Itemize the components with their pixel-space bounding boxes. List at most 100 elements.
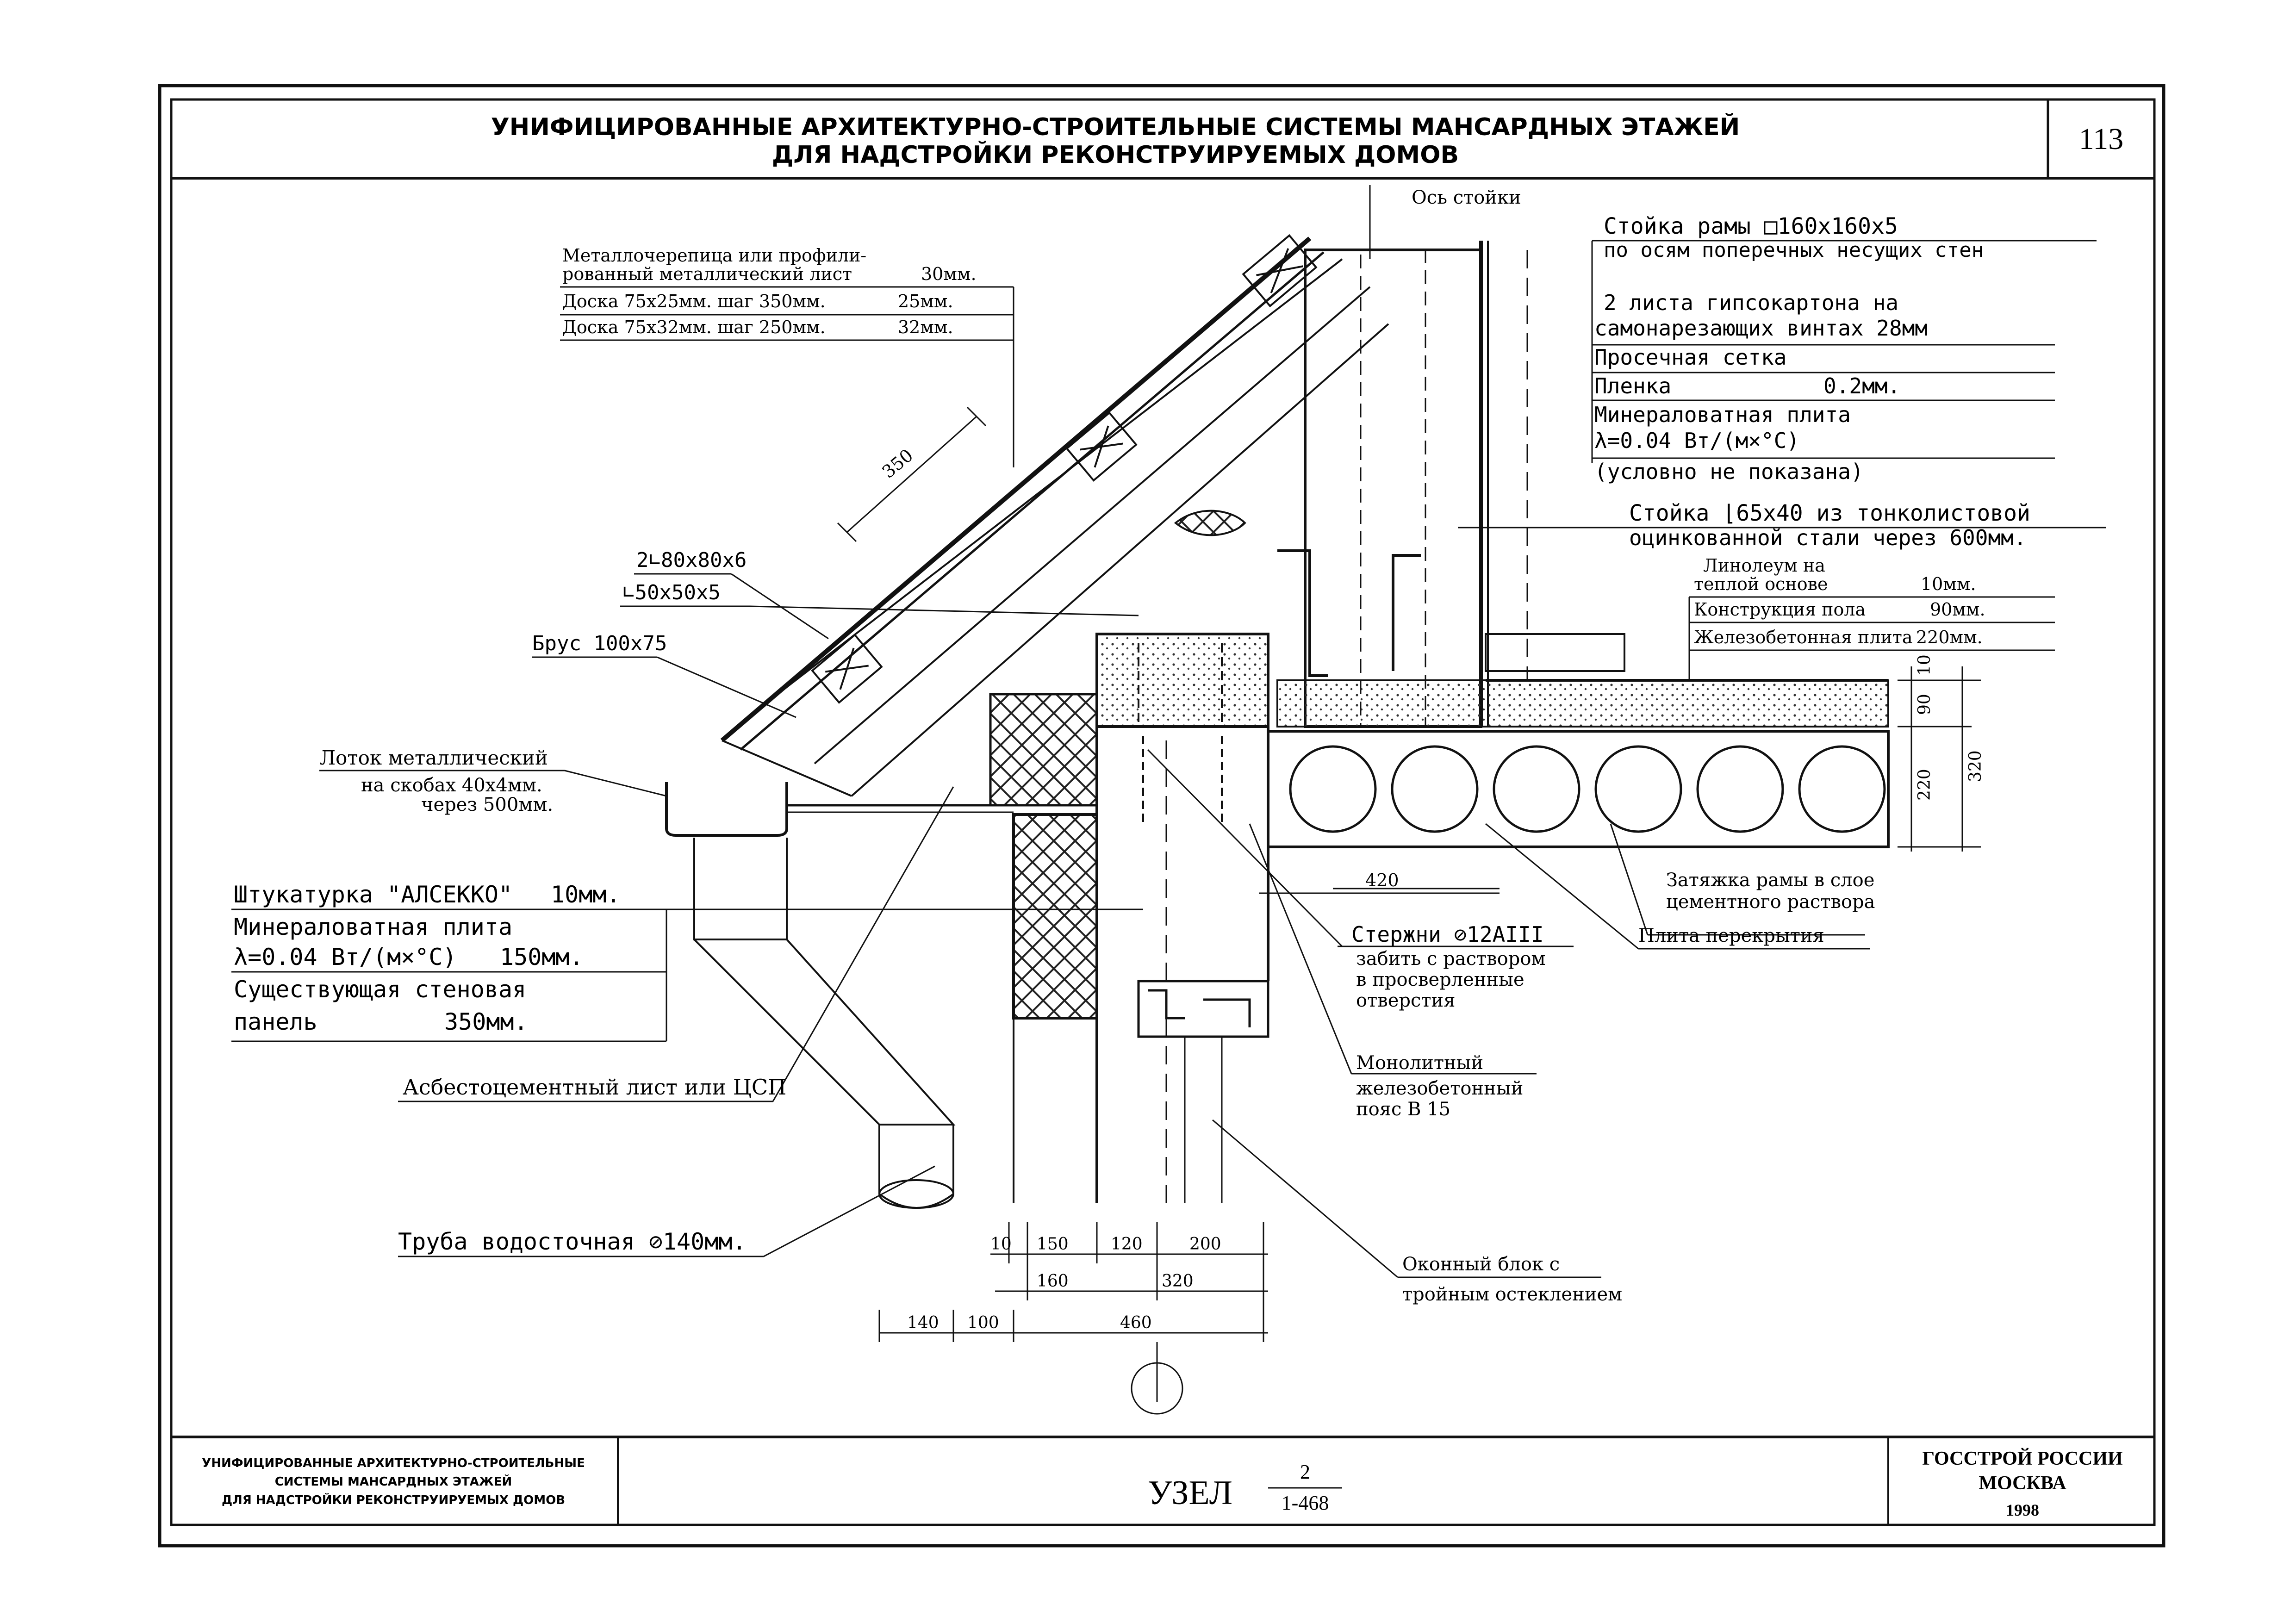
callout-film: Пленка [1594,373,1671,398]
wall-row2-a: Минераловатная плита [234,914,512,940]
roof-row3: Доска 75х32мм. шаг 250мм. [562,317,826,337]
callout-tie-b: цементного раствора [1666,891,1875,913]
floor-row2: Конструкция пола [1694,599,1866,620]
callout-drywall-b: самонарезающих винтах 28мм [1594,316,1928,341]
floor-row3: Железобетонная плита [1694,627,1913,647]
wall-row1: Штукатурка "АЛСЕККО" [234,881,512,908]
node-label: УЗЕЛ [1148,1474,1232,1512]
callout-mesh: Просечная сетка [1594,345,1786,370]
rafter-blocks [811,234,1318,704]
callout-rods-d: отверстия [1356,990,1455,1011]
callout-rods-b: забить с раствором [1356,948,1546,970]
footer-left-line3: ДЛЯ НАДСТРОЙКИ РЕКОНСТРУИРУЕМЫХ ДОМОВ [222,1492,565,1507]
callout-frame-post-b: по осям поперечных несущих стен [1604,238,1984,262]
footer: УНИФИЦИРОВАННЫЕ АРХИТЕКТУРНО-СТРОИТЕЛЬНЫ… [202,1448,2123,1519]
callout-axis: Ось стойки [1412,187,1521,208]
footer-left-line2: СИСТЕМЫ МАНСАРДНЫХ ЭТАЖЕЙ [275,1474,512,1489]
wall-section [989,633,1269,1203]
floor-row1-value: 10мм. [1921,574,1976,594]
wall-row3-a: Существующая стеновая [234,976,526,1003]
floor-row2-value: 90мм. [1930,599,1985,620]
roof-row1-b: рованный металлический лист [562,264,852,284]
footer-left-line1: УНИФИЦИРОВАННЫЕ АРХИТЕКТУРНО-СТРОИТЕЛЬНЫ… [202,1456,585,1470]
wall-row3-b: панель [234,1008,317,1035]
org-line2: МОСКВА [1979,1473,2066,1494]
roof-layers-table: Металлочерепица или профили- рованный ме… [560,245,1014,467]
callout-rods-a: Стержни ⊘12АIII [1351,922,1543,947]
callout-mineral-a: Минераловатная плита [1594,402,1851,427]
callout-gutter-b: на скобах 40х4мм. [361,775,542,796]
dim-420: 420 [1365,870,1399,890]
gutter-and-downpipe [665,782,1014,1209]
callout-angle-80: 2∟80х80х6 [636,548,747,572]
sheet-frame [158,84,2165,1548]
callout-mineral-b: λ=0.04 Вт/(м×°С) [1594,428,1799,453]
callout-gutter-a: Лоток металлический [319,746,548,769]
roof-slope [720,236,1389,797]
header-title-line1: УНИФИЦИРОВАННЫЕ АРХИТЕКТУРНО-СТРОИТЕЛЬНЫ… [491,113,1740,141]
dim-c460: 460 [1120,1313,1152,1332]
callout-monolith-b: железобетонный [1356,1078,1523,1099]
left-callout-texts: 2∟80х80х6 ∟50х50х5 Брус 100х75 Лоток мет… [319,548,786,1255]
callout-slab: Плита перекрытия [1638,925,1824,946]
page-number: 113 [2079,122,2124,156]
callout-drywall-a: 2 листа гипсокартона на [1604,290,1898,315]
floor-row1-a: Линолеум на [1703,555,1825,576]
dim-b160: 160 [1037,1272,1069,1291]
callout-film-value: 0.2мм. [1823,373,1900,398]
callout-asbestos: Асбестоцементный лист или ЦСП [403,1075,786,1100]
slab-voids [1289,745,1886,833]
callout-mineral-c: (условно не показана) [1594,459,1864,484]
callout-gutter-c: через 500мм. [421,794,553,815]
dim-90: 90 [1915,694,1934,715]
callout-monolith-c: пояс В 15 [1356,1099,1450,1120]
dim-320-right: 320 [1966,750,1985,782]
dim-10: 10 [1915,654,1934,676]
dimension-texts: 350 420 10 90 220 320 10 150 120 200 160… [878,445,1985,1332]
callout-frame-post-a: Стойка рамы □160х160х5 [1604,213,1898,239]
wall-row3-value: 350мм. [444,1008,528,1035]
node-series: 1-468 [1282,1492,1329,1514]
callout-beam: Брус 100х75 [532,632,667,655]
roof-row3-value: 32мм. [898,317,953,337]
wall-row1-value: 10мм. [551,881,621,908]
dim-b10: 10 [990,1235,1012,1254]
dim-c100: 100 [967,1313,999,1332]
header-title-line2: ДЛЯ НАДСТРОЙКИ РЕКОНСТРУИРУЕМЫХ ДОМОВ [772,141,1459,169]
header: УНИФИЦИРОВАННЫЕ АРХИТЕКТУРНО-СТРОИТЕЛЬНЫ… [491,113,2124,169]
roof-row1-value: 30мм. [921,264,977,284]
callout-monolith-a: Монолитный [1356,1052,1483,1074]
callout-window-b: тройным остеклением [1402,1284,1622,1305]
dim-b150: 150 [1037,1235,1069,1254]
dim-b320: 320 [1162,1272,1194,1291]
callout-stud-b: оцинкованной стали через 600мм. [1629,525,2027,550]
dim-c140: 140 [907,1313,939,1332]
roof-row2: Доска 75х25мм. шаг 350мм. [562,291,826,311]
frame-post [1277,185,1625,728]
callout-angle-50: ∟50х50х5 [622,581,721,604]
org-line1: ГОССТРОЙ РОССИИ [1922,1448,2122,1469]
wall-row2-value: 150мм. [500,944,584,970]
callout-stud-a: Стойка ⌊65х40 из тонколистовой [1629,500,2030,526]
floor-layers [1267,679,1890,848]
callout-tie-a: Затяжка рамы в слое [1666,870,1874,891]
roof-row1-a: Металлочерепица или профили- [562,245,866,266]
dim-b200: 200 [1189,1235,1221,1254]
dimension-lines [878,666,1981,1415]
node-number: 2 [1300,1461,1310,1483]
footer-year: 1998 [2006,1501,2039,1519]
left-callouts [319,573,1139,1257]
floor-row3-value: 220мм. [1916,627,1983,647]
wall-row2-b: λ=0.04 Вт/(м×°С) [234,944,457,970]
right-callouts: Ось стойки Стойка рамы □160х160х5 по ося… [1412,187,2106,550]
floor-layers-table: Линолеум на теплой основе 10мм. Конструк… [1688,555,2055,680]
roof-row2-value: 25мм. [898,291,953,311]
callout-rods-c: в просверленные [1356,969,1524,990]
lower-callout-texts: Стержни ⊘12АIII забить с раствором в про… [1351,870,1875,1305]
dim-b120: 120 [1111,1235,1143,1254]
floor-row1-b: теплой основе [1694,574,1828,594]
wall-layers-table: Штукатурка "АЛСЕККО" 10мм. Минераловатна… [231,881,1143,1042]
callout-window-a: Оконный блок с [1402,1254,1560,1275]
callout-pipe: Труба водосточная ⊘140мм. [398,1228,747,1255]
